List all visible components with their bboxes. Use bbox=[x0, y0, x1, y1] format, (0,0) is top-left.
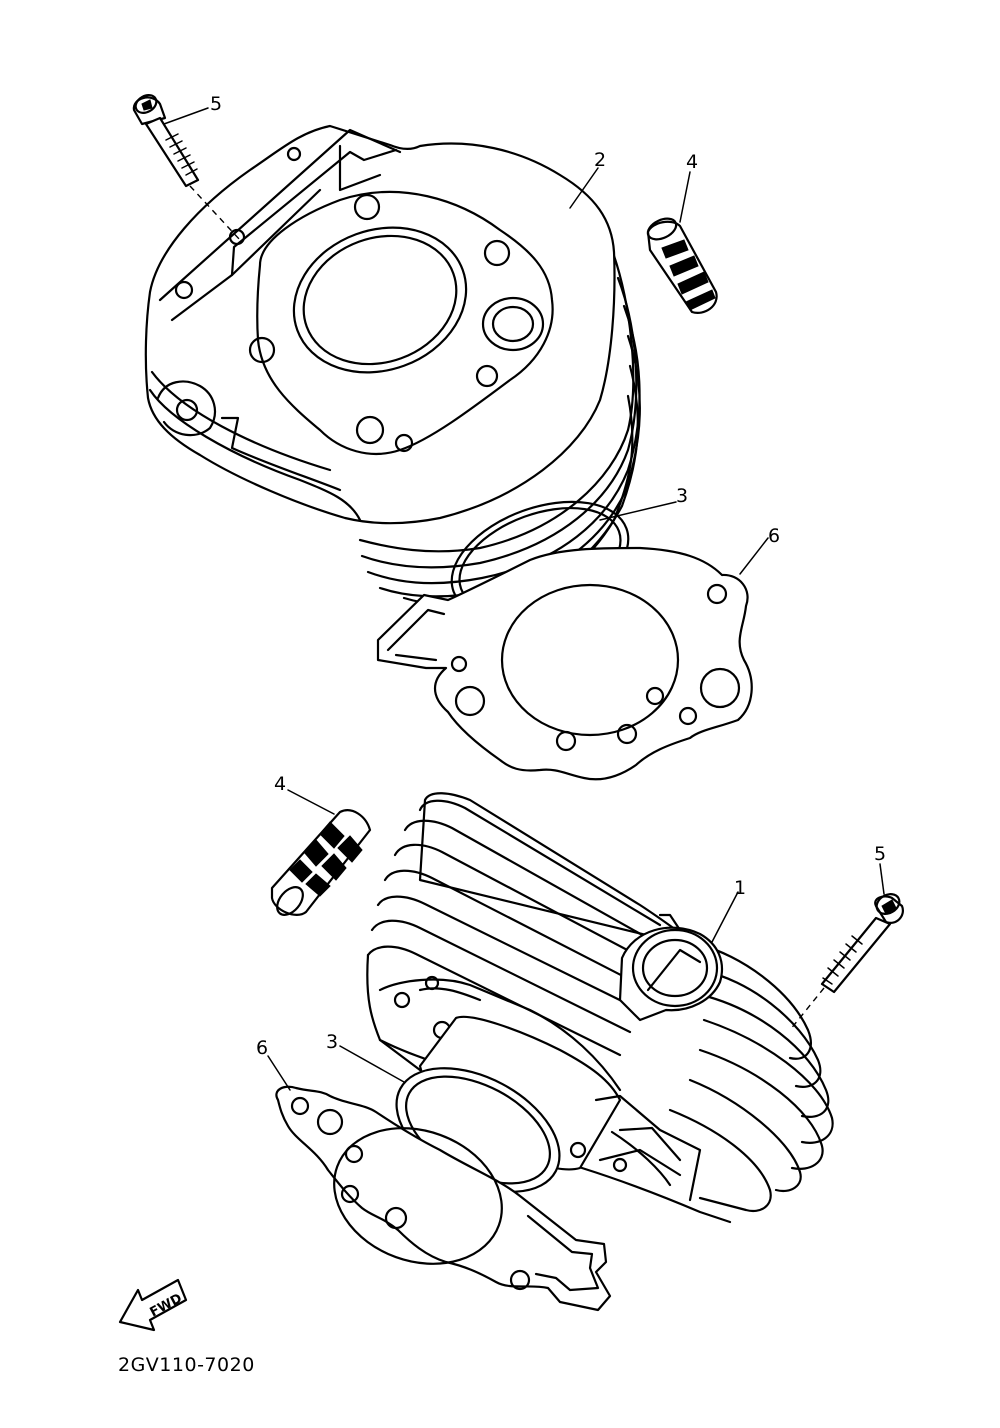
lower-bolt bbox=[789, 893, 904, 1031]
upper-cylinder-bore bbox=[292, 226, 468, 374]
diagram-part-code: 2GV110-7020 bbox=[118, 1354, 255, 1376]
upper-cylinder bbox=[144, 124, 641, 607]
callout-2: 2 bbox=[594, 149, 606, 171]
upper-cylinder-chain-tunnel bbox=[481, 296, 545, 352]
callout-numbers: 5 2 4 3 6 4 1 5 3 6 bbox=[210, 93, 886, 1059]
lower-cylinder bbox=[366, 792, 834, 1224]
fwd-arrow-icon: FWD bbox=[118, 1278, 188, 1332]
callout-6-lower: 6 bbox=[256, 1037, 268, 1059]
lower-base-gasket bbox=[275, 1085, 612, 1312]
lower-cylinder-fins bbox=[366, 792, 702, 1057]
callout-4-upper: 4 bbox=[686, 151, 698, 173]
callout-4-lower: 4 bbox=[274, 773, 286, 795]
callout-3-lower: 3 bbox=[326, 1031, 338, 1053]
callout-5-lower: 5 bbox=[874, 843, 886, 865]
callout-5-upper: 5 bbox=[210, 93, 222, 115]
upper-base-gasket bbox=[376, 546, 753, 781]
callout-3-upper: 3 bbox=[676, 485, 688, 507]
callout-1: 1 bbox=[734, 877, 746, 899]
upper-bolt bbox=[132, 94, 241, 241]
leader-lines bbox=[163, 107, 885, 1091]
upper-dowel-pin bbox=[646, 217, 718, 314]
callout-6-upper: 6 bbox=[768, 525, 780, 547]
lower-dowel-pin bbox=[270, 809, 372, 916]
